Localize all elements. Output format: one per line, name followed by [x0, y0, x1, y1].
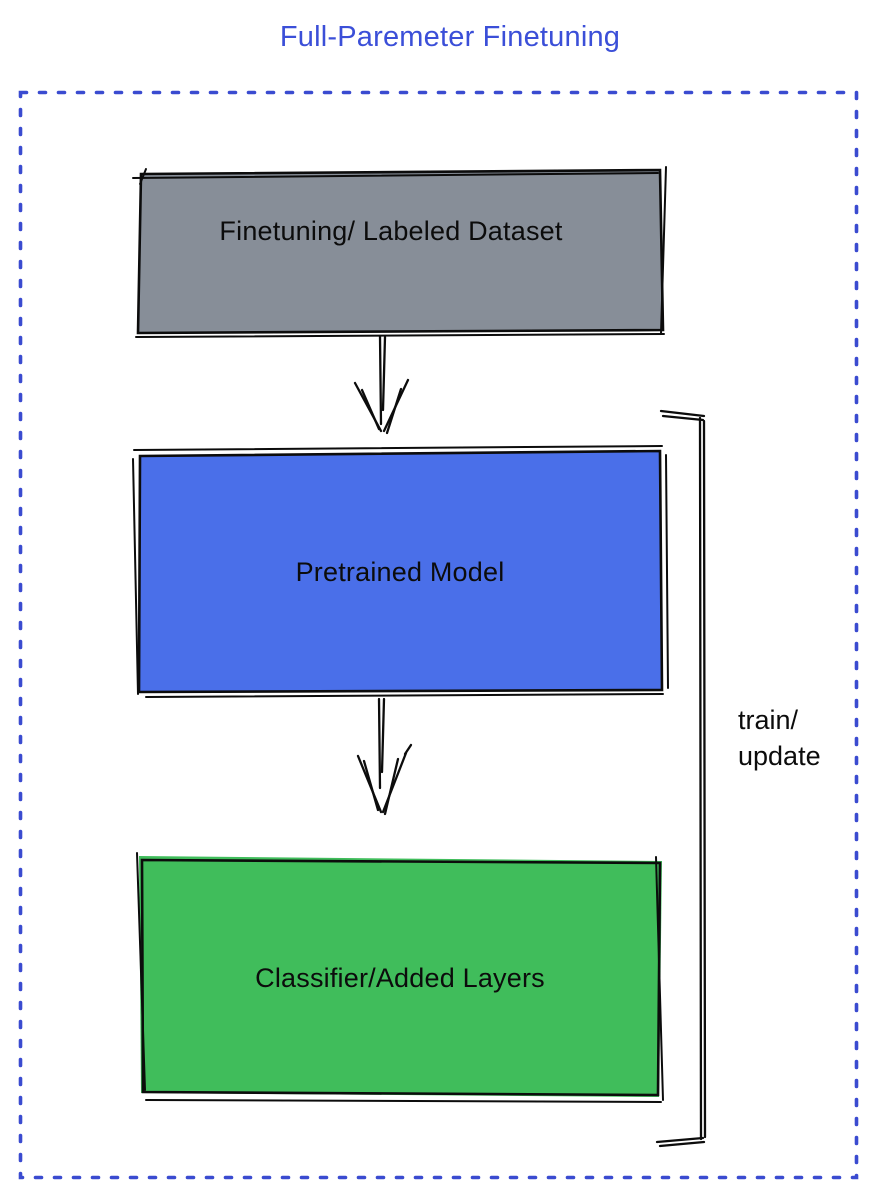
- dotted-frame: [18, 90, 859, 1180]
- node-finetuning-dataset-fill: [138, 170, 663, 333]
- node-pretrained-model-shape: [132, 445, 669, 698]
- page-title: Full-Paremeter Finetuning: [279, 21, 621, 53]
- node-classifier-added-layers-label: Classifier/Added Layers: [255, 962, 545, 993]
- node-classifier-added-layers-fill: [139, 856, 662, 1097]
- train-update-label-line1: train/: [738, 705, 799, 735]
- node-pretrained-model-fill: [139, 451, 662, 692]
- train-update-bracket: [655, 409, 707, 1148]
- train-update-label-line2: update: [738, 741, 821, 771]
- train-update-label: train/ update: [738, 702, 821, 774]
- node-finetuning-dataset-label: Finetuning/ Labeled Dataset: [219, 215, 563, 246]
- arrow-dataset-to-pretrained: [353, 334, 410, 435]
- node-pretrained-model-label: Pretrained Model: [295, 557, 505, 587]
- arrow-pretrained-to-classifier: [356, 697, 413, 816]
- node-classifier-added-layers-shape: [136, 852, 664, 1103]
- node-finetuning-dataset-shape: [132, 166, 667, 338]
